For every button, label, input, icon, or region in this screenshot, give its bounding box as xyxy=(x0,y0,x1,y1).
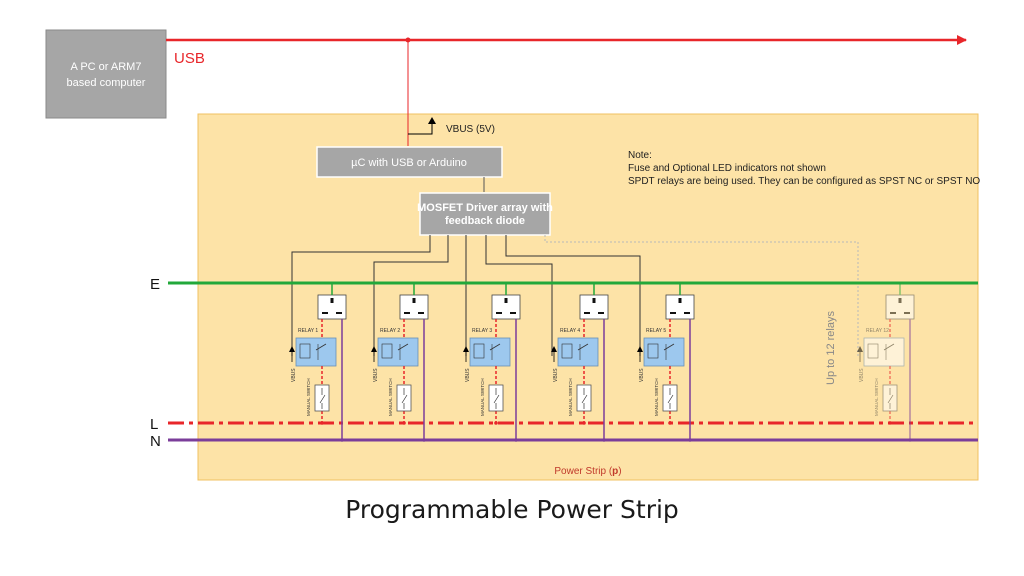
relay-units: RELAY 1 VBUS MANUAL SWITCH RELAY 2 VBUS MANUA… xyxy=(289,283,915,442)
relay-coil-block xyxy=(863,337,905,367)
computer-line1: A PC or ARM7 xyxy=(71,61,142,73)
vbus-top-arrow xyxy=(428,117,436,124)
vbus-top-wire xyxy=(408,122,433,135)
manual-switch xyxy=(314,384,330,412)
relay-label: RELAY 12 xyxy=(866,328,889,334)
computer-box: A PC or ARM7 based computer xyxy=(45,29,167,119)
vbus-top-label: VBUS (5V) xyxy=(446,124,495,135)
manual-switch-label: MANUAL SWITCH xyxy=(388,378,393,416)
relay-coil-block xyxy=(377,337,419,367)
relay-vbus-label: VBUS xyxy=(859,368,865,382)
note-line1: Fuse and Optional LED indicators not sho… xyxy=(628,163,826,174)
mosfet-box: MOSFET Driver array with feedback diode xyxy=(417,192,553,236)
manual-switch xyxy=(396,384,412,412)
mosfet-line2: feedback diode xyxy=(445,215,525,227)
relay-vbus-label: VBUS xyxy=(373,368,379,382)
relay-unit: RELAY 1 VBUS MANUAL SWITCH xyxy=(289,283,347,442)
socket-outlet xyxy=(317,294,347,320)
relay-label: RELAY 1 xyxy=(298,328,318,334)
relay-vbus-label: VBUS xyxy=(553,368,559,382)
manual-switch xyxy=(488,384,504,412)
manual-switch-label: MANUAL SWITCH xyxy=(654,378,659,416)
relay-unit: RELAY 3 VBUS MANUAL SWITCH xyxy=(463,283,521,442)
relay-unit: RELAY 4 VBUS MANUAL SWITCH xyxy=(551,283,609,442)
note-line2: SPDT relays are being used. They can be … xyxy=(628,176,980,187)
uc-label: µC with USB or Arduino xyxy=(351,157,467,169)
relay-coil-block xyxy=(643,337,685,367)
manual-switch-label: MANUAL SWITCH xyxy=(874,378,879,416)
control-wires xyxy=(291,235,859,356)
relay-label: RELAY 2 xyxy=(380,328,400,334)
relay-vbus-label: VBUS xyxy=(639,368,645,382)
uc-box: µC with USB or Arduino xyxy=(316,146,503,178)
relay-unit: RELAY 2 VBUS MANUAL SWITCH xyxy=(371,283,429,442)
manual-switch-label: MANUAL SWITCH xyxy=(568,378,573,416)
power-strip-close: ) xyxy=(618,466,621,477)
live-label: L xyxy=(150,416,158,433)
usb-label: USB xyxy=(174,50,205,67)
relay-label: RELAY 5 xyxy=(646,328,666,334)
manual-switch xyxy=(882,384,898,412)
neutral-label: N xyxy=(150,433,161,450)
power-strip-text: Power Strip ( xyxy=(554,466,612,477)
relay-label: RELAY 4 xyxy=(560,328,580,334)
page-caption: Programmable Power Strip xyxy=(345,495,679,524)
power-strip-p: p xyxy=(612,466,618,477)
mosfet-line1: MOSFET Driver array with xyxy=(417,202,553,214)
relay-coil-block xyxy=(469,337,511,367)
computer-line2: based computer xyxy=(67,77,146,89)
manual-switch xyxy=(576,384,592,412)
relay-unit: RELAY 5 VBUS MANUAL SWITCH xyxy=(637,283,695,442)
note: Note: Fuse and Optional LED indicators n… xyxy=(628,150,980,187)
manual-switch-label: MANUAL SWITCH xyxy=(480,378,485,416)
relay-vbus-label: VBUS xyxy=(291,368,297,382)
up-to-12-label: Up to 12 relays xyxy=(825,311,837,385)
power-strip-label: Power Strip (p) xyxy=(554,466,621,477)
note-title: Note: xyxy=(628,150,652,161)
relay-vbus-label: VBUS xyxy=(465,368,471,382)
relay-coil-block xyxy=(557,337,599,367)
manual-switch xyxy=(662,384,678,412)
relay-label: RELAY 3 xyxy=(472,328,492,334)
socket-outlet xyxy=(579,294,609,320)
relay-coil-block xyxy=(295,337,337,367)
earth-label: E xyxy=(150,276,160,293)
manual-switch-label: MANUAL SWITCH xyxy=(306,378,311,416)
relay-unit: RELAY 12 VBUS MANUAL SWITCH xyxy=(857,283,915,442)
